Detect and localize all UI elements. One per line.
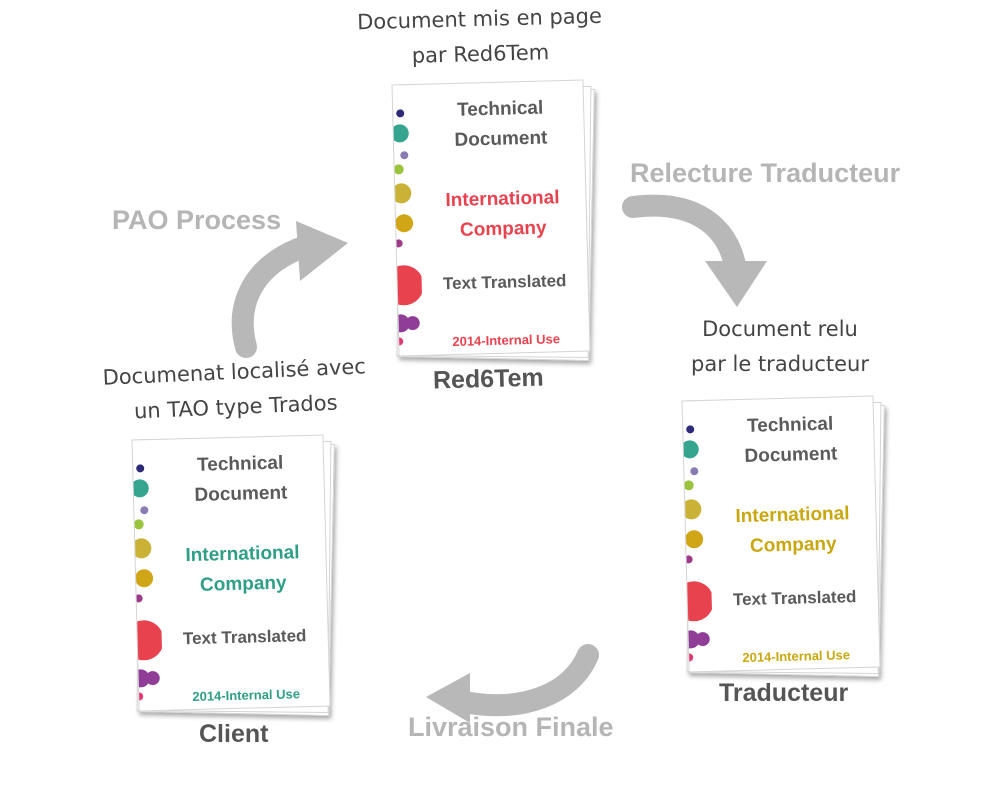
title-line2: Document [744,443,838,467]
livraison-label: Livraison Finale [408,712,614,742]
title-line1: Technical [456,97,544,121]
title-line2: Document [454,127,548,151]
red6tem-document: Technical Document International Company… [391,79,595,361]
livraison-arrow-icon [426,644,599,723]
decorative-dots-icon [681,425,714,662]
document-cover: Technical Document International Company… [681,395,881,673]
company-line2: Company [459,217,547,241]
traducteur-caption-line1: Document relu [702,317,858,341]
document-cover: Technical Document International Company… [131,434,331,712]
document-subtitle: Text Translated [182,626,307,649]
company-line1: International [185,542,300,567]
document-company: International Company [423,183,583,247]
document-footer: 2014-Internal Use [452,331,561,350]
red6tem-label: Red6Tem [432,363,545,395]
traducteur-label: Traducteur [719,679,849,707]
document-subtitle: Text Translated [732,587,857,610]
document-cover: Technical Document International Company… [391,79,591,357]
document-company: International Company [713,499,873,563]
relecture-arrow-icon [622,194,767,307]
company-line2: Company [199,572,287,596]
traducteur-caption-line2: par le traducteur [691,352,869,376]
pao-process-arrow-icon [231,221,348,358]
document-footer: 2014-Internal Use [192,686,301,705]
company-line1: International [735,503,850,528]
document-company: International Company [163,538,323,602]
pao-process-label: PAO Process [112,205,282,235]
client-label: Client [199,720,269,748]
red6tem-caption: Document mis en page par Red6Tem [329,0,631,76]
company-line2: Company [749,533,837,557]
title-line2: Document [194,482,288,506]
traducteur-document: Technical Document International Company… [681,395,885,677]
relecture-label: Relecture Traducteur [630,158,901,188]
client-document: Technical Document International Company… [131,434,335,716]
title-line1: Technical [746,413,834,437]
document-title: Technical Document [421,93,581,157]
traducteur-caption: Document relu par le traducteur [650,312,910,382]
document-title: Technical Document [161,448,321,512]
company-line1: International [445,187,560,212]
client-caption: Documenat localisé avec un TAO type Trad… [79,348,392,431]
document-title: Technical Document [711,409,871,473]
document-footer: 2014-Internal Use [742,647,851,666]
title-line1: Technical [196,452,284,476]
document-subtitle: Text Translated [442,271,567,294]
